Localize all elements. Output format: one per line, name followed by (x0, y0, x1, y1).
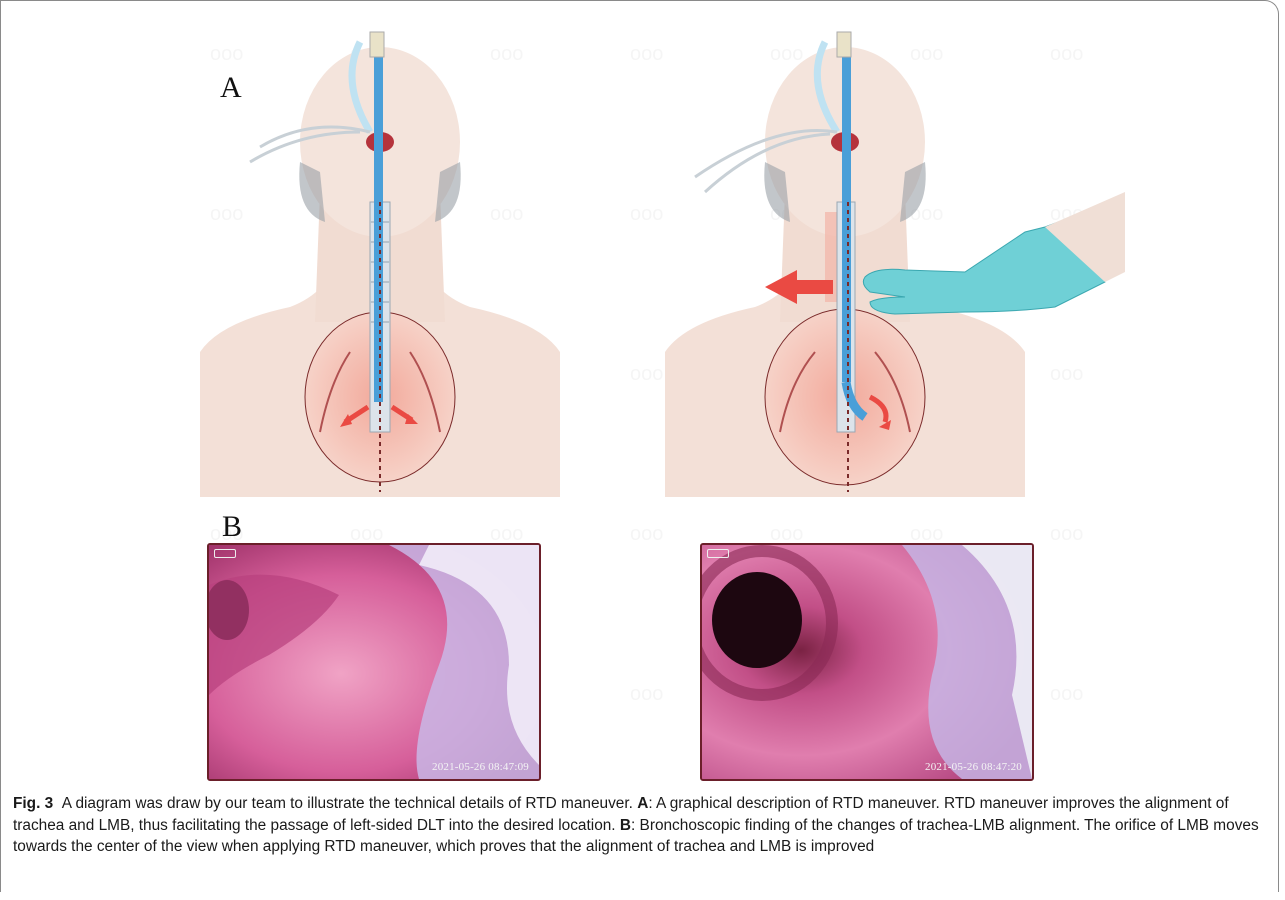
figure-caption: Fig. 3 A diagram was draw by our team to… (13, 793, 1268, 858)
bronchoscope-image-after (702, 545, 1032, 779)
illustration-baseline (200, 22, 560, 497)
battery-icon (707, 549, 729, 558)
lmb-orifice (712, 572, 802, 668)
caption-intro: A diagram was draw by our team to illust… (62, 795, 633, 812)
caption-b-key: B (620, 817, 631, 834)
bronchoscope-image-before (209, 545, 539, 779)
frame-edge (0, 880, 1, 892)
bronchoscope-view-after: 2021-05-26 08:47:20 (700, 543, 1034, 781)
push-arrow (793, 280, 833, 294)
illustration-rtd-maneuver (665, 22, 1125, 497)
battery-icon (214, 549, 236, 558)
timestamp-after: 2021-05-26 08:47:20 (925, 761, 1022, 773)
caption-label: Fig. 3 (13, 795, 53, 812)
panel-b-label: B (222, 512, 242, 542)
double-lumen-tube (842, 42, 851, 382)
caption-a-key: A (637, 795, 648, 812)
double-lumen-tube (374, 42, 383, 402)
bronchoscope-view-before: 2021-05-26 08:47:09 (207, 543, 541, 781)
timestamp-before: 2021-05-26 08:47:09 (432, 761, 529, 773)
